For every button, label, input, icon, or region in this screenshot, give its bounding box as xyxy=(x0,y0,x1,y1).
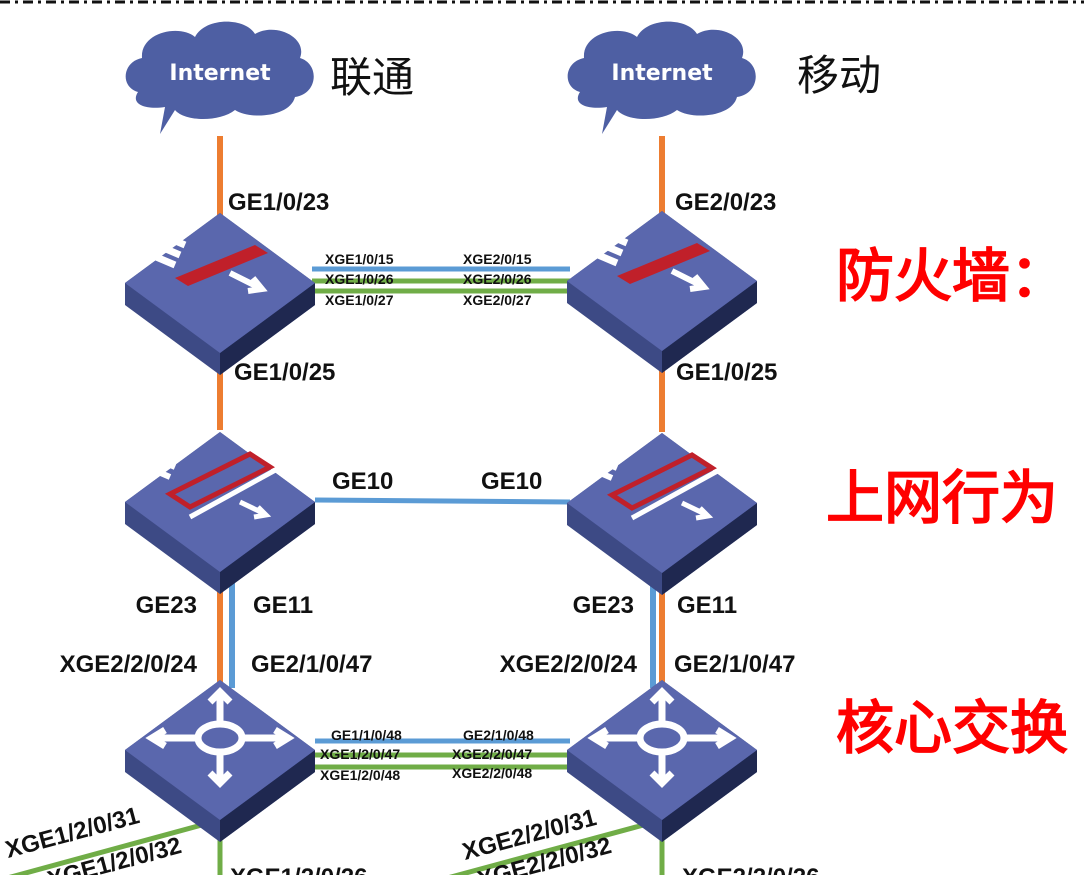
firewall-icon xyxy=(575,222,710,292)
section-title-core: 核心交换 xyxy=(836,694,1068,762)
core-switch-2[interactable] xyxy=(567,680,757,842)
port-label: GE2/0/23 xyxy=(675,189,776,216)
links xyxy=(8,136,665,875)
port-label: XGE2/2/0/24 xyxy=(60,651,198,678)
section-title-firewall: 防火墙： xyxy=(836,242,1068,310)
port-label: GE23 xyxy=(136,592,197,619)
port-label: XGE1/0/26 xyxy=(325,271,394,287)
internet-cloud-unicom: Internet xyxy=(125,21,314,134)
port-label: GE1/0/25 xyxy=(676,359,777,386)
port-label: GE23 xyxy=(573,592,634,619)
cloud-label: Internet xyxy=(611,61,713,86)
port-label: GE11 xyxy=(253,592,313,619)
port-label: XGE2/0/26 xyxy=(463,271,532,287)
cloud-label: Internet xyxy=(169,61,271,86)
link-core1-down-31 xyxy=(8,817,221,875)
section-title-behavior: 上网行为 xyxy=(826,464,1058,532)
firewall-icon xyxy=(133,224,268,294)
port-label: XGE1/2/0/26 xyxy=(230,864,367,875)
link-core2-down-31 xyxy=(448,817,663,875)
port-label: GE2/1/0/48 xyxy=(463,727,534,743)
behavior-audit-icon xyxy=(575,440,734,521)
port-label: GE10 xyxy=(332,468,393,495)
isp-label-unicom: 联通 xyxy=(330,53,414,102)
port-label: XGE2/2/0/24 xyxy=(500,651,638,678)
port-label: XGE1/0/27 xyxy=(325,292,394,308)
cloud-icon xyxy=(567,21,756,134)
port-label: XGE2/2/0/26 xyxy=(682,864,819,875)
port-label: GE2/1/0/47 xyxy=(674,651,795,678)
behavior-gateway-2[interactable] xyxy=(567,433,757,595)
firewall-1[interactable] xyxy=(125,213,315,375)
port-label: XGE2/0/15 xyxy=(463,251,532,267)
router-arrows-icon xyxy=(587,687,737,788)
router-arrows-icon xyxy=(145,687,295,788)
behavior-audit-icon xyxy=(133,439,292,520)
port-label: XGE2/2/0/47 xyxy=(452,746,532,762)
port-label: GE1/0/25 xyxy=(234,359,335,386)
port-label: XGE2/0/27 xyxy=(463,292,532,308)
cloud-icon xyxy=(125,21,314,134)
port-label: XGE1/2/0/48 xyxy=(320,767,400,783)
port-label: XGE1/0/15 xyxy=(325,251,394,267)
port-label: XGE1/2/0/47 xyxy=(320,746,400,762)
port-label: GE11 xyxy=(677,592,737,619)
port-label: GE1/0/23 xyxy=(228,189,329,216)
internet-cloud-mobile: Internet xyxy=(567,21,756,134)
port-label: XGE2/2/0/48 xyxy=(452,765,532,781)
port-label: GE2/1/0/47 xyxy=(251,651,372,678)
link-ac-ge10 xyxy=(314,497,571,505)
port-label: GE1/1/0/48 xyxy=(331,727,402,743)
firewall-2[interactable] xyxy=(567,211,757,373)
port-label: GE10 xyxy=(481,468,542,495)
behavior-gateway-1[interactable] xyxy=(125,432,315,594)
core-switch-1[interactable] xyxy=(125,680,315,842)
isp-label-mobile: 移动 xyxy=(797,51,881,100)
